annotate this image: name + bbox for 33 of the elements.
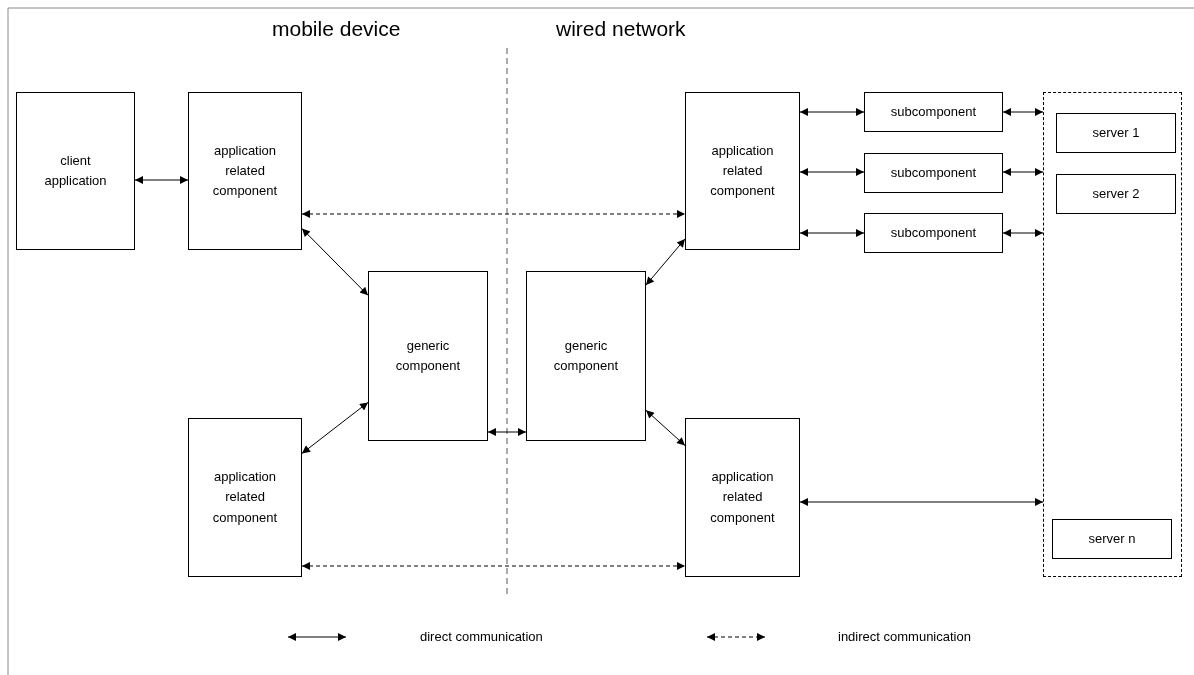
connector-arrow — [645, 238, 686, 286]
region-heading: wired network — [556, 17, 686, 41]
component-box: generic component — [368, 271, 488, 441]
server-box: server 1 — [1056, 113, 1176, 153]
component-box: subcomponent — [864, 92, 1003, 132]
connector-arrow — [645, 409, 686, 446]
connector-arrow — [799, 229, 865, 237]
connector-arrow — [134, 176, 189, 184]
server-box: server 2 — [1056, 174, 1176, 214]
component-box: application related component — [685, 92, 800, 250]
component-box: subcomponent — [864, 153, 1003, 193]
component-box: client application — [16, 92, 135, 250]
connector-arrow — [301, 562, 686, 570]
legend-label: direct communication — [420, 629, 543, 644]
connector-arrow — [1002, 168, 1044, 176]
connector-arrow — [301, 401, 369, 454]
component-box: application related component — [685, 418, 800, 577]
connector-arrow — [301, 228, 369, 296]
region-heading: mobile device — [272, 17, 401, 41]
connector-arrow — [301, 210, 686, 218]
component-box: application related component — [188, 92, 302, 250]
component-box: subcomponent — [864, 213, 1003, 253]
legend-label: indirect communication — [838, 629, 971, 644]
server-box: server n — [1052, 519, 1172, 559]
component-box: generic component — [526, 271, 646, 441]
connector-arrow — [799, 108, 865, 116]
connector-arrow — [799, 498, 1044, 506]
connector-arrow — [1002, 229, 1044, 237]
connector-arrow — [487, 428, 527, 436]
connector-arrow — [799, 168, 865, 176]
component-box: application related component — [188, 418, 302, 577]
dashed-group-box — [1043, 92, 1182, 577]
connector-arrow — [1002, 108, 1044, 116]
